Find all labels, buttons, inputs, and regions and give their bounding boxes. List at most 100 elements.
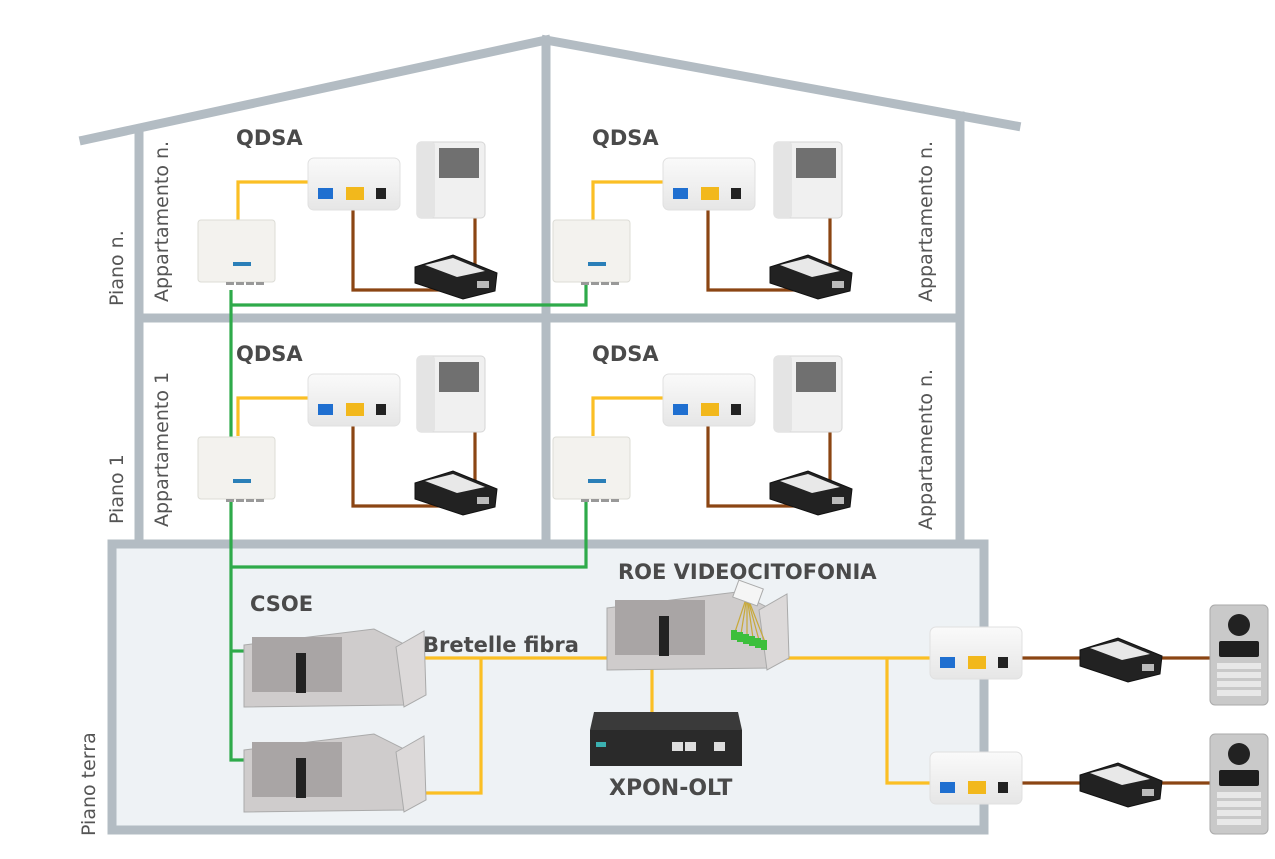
pto-port (246, 499, 254, 502)
floor-label-piano-1: Piano 1 (106, 454, 128, 524)
ont-router-icon (929, 626, 1023, 680)
videophone-icon (773, 355, 843, 433)
door-rfid (1219, 770, 1259, 786)
poe-injector-icon (769, 254, 853, 300)
roof-left (78, 34, 552, 146)
apartment-label: Appartamento n. (915, 140, 937, 302)
ont-fiber-port (940, 657, 955, 668)
poe-label (780, 258, 840, 277)
floor-label-piano-terra: Piano terra (78, 732, 100, 836)
csoe-cabinet-icon (243, 628, 427, 708)
qdsa-label: QDSA (592, 126, 659, 150)
pto-port (581, 282, 589, 285)
ont-body (307, 373, 401, 427)
videophone-handset (774, 142, 792, 218)
building-walls (78, 34, 1022, 545)
roof-right (540, 34, 1022, 132)
ground-floor-area (107, 539, 989, 835)
fiber-patch-branch (425, 658, 483, 795)
ont-fiber-port (318, 188, 333, 199)
qdsa-label: QDSA (592, 342, 659, 366)
ont-fiber-port (673, 404, 688, 415)
csoe-cabinet-icon (243, 733, 427, 813)
poe-label (780, 474, 840, 493)
ont-fiber-port (940, 782, 955, 793)
poe-injector-icon (414, 470, 498, 516)
ont-power-port (998, 782, 1008, 793)
floor-label-piano-n: Piano n. (106, 230, 128, 306)
pto-logo (588, 479, 606, 483)
ont-router-icon (662, 157, 756, 211)
poe-port (832, 281, 844, 288)
pto-port (246, 282, 254, 285)
cabinet-door (395, 630, 427, 708)
olt-top (590, 712, 742, 730)
pto-logo (588, 262, 606, 266)
door-button (1217, 690, 1261, 696)
ont-ethernet-port (968, 781, 986, 794)
pto-port (236, 499, 244, 502)
xpon-olt-icon (590, 712, 742, 766)
qdsa-label: QDSA (236, 126, 303, 150)
ont-power-port (376, 188, 386, 199)
ont-ethernet-port (346, 187, 364, 200)
poe-port (477, 497, 489, 504)
ont-power-port (731, 188, 741, 199)
bretelle-fibra-label: Bretelle fibra (423, 633, 579, 657)
poe-port (1142, 664, 1154, 671)
pto-port (611, 282, 619, 285)
door-camera (1228, 614, 1250, 636)
cabinet-strap (296, 653, 306, 693)
door-station-icon (1209, 604, 1269, 706)
power-cable-ont (706, 408, 828, 508)
door-button (1217, 681, 1261, 687)
poe-injector-icon (414, 254, 498, 300)
pto-port (601, 499, 609, 502)
poe-injector-icon (769, 470, 853, 516)
videophone-handset (417, 142, 435, 218)
poe-injector-icon (1079, 762, 1163, 808)
roe-videocitofonia-label: ROE VIDEOCITOFONIA (618, 560, 877, 584)
ont-router-icon (662, 373, 756, 427)
poe-label (425, 474, 485, 493)
ont-body (662, 157, 756, 211)
splitter-connector (743, 634, 749, 644)
olt-logo (596, 742, 606, 747)
splitter-connector (755, 638, 761, 648)
pto-icon (552, 436, 631, 502)
power-cable-ont (706, 192, 828, 292)
videophone-screen (439, 362, 479, 392)
ethernet-cable-pto-ont (591, 180, 663, 220)
splitter-connector (749, 636, 755, 646)
door-button (1217, 663, 1261, 669)
ont-ethernet-port (968, 656, 986, 669)
fiber-link-top-right (231, 281, 588, 307)
videophone-icon (773, 141, 843, 219)
videophone-icon (416, 141, 486, 219)
pto-port (581, 499, 589, 502)
pto-port (236, 282, 244, 285)
xpon-olt-label: XPON-OLT (609, 776, 733, 801)
poe-label (425, 258, 485, 277)
ont-body (307, 157, 401, 211)
ont-ethernet-port (701, 403, 719, 416)
cabinet-strap (659, 616, 669, 656)
door-button (1217, 792, 1261, 798)
csoe-cabinet-icon (606, 591, 790, 671)
poe-label (1090, 641, 1150, 660)
csoe-label: CSOE (250, 592, 314, 616)
splitter-module (732, 579, 764, 607)
apartment-label: Appartamento n. (915, 368, 937, 530)
pto-body (197, 436, 276, 500)
qdsa-label: QDSA (236, 342, 303, 366)
ethernet-cable-pto-ont (236, 396, 308, 436)
cabinet-strap (296, 758, 306, 798)
pto-port (591, 499, 599, 502)
pto-port (611, 499, 619, 502)
splitter-connector (731, 630, 737, 640)
ont-router-icon (307, 157, 401, 211)
apartment-label: Appartamento n. (151, 140, 173, 302)
poe-port (1142, 789, 1154, 796)
ethernet-cable-pto-ont (236, 180, 308, 220)
